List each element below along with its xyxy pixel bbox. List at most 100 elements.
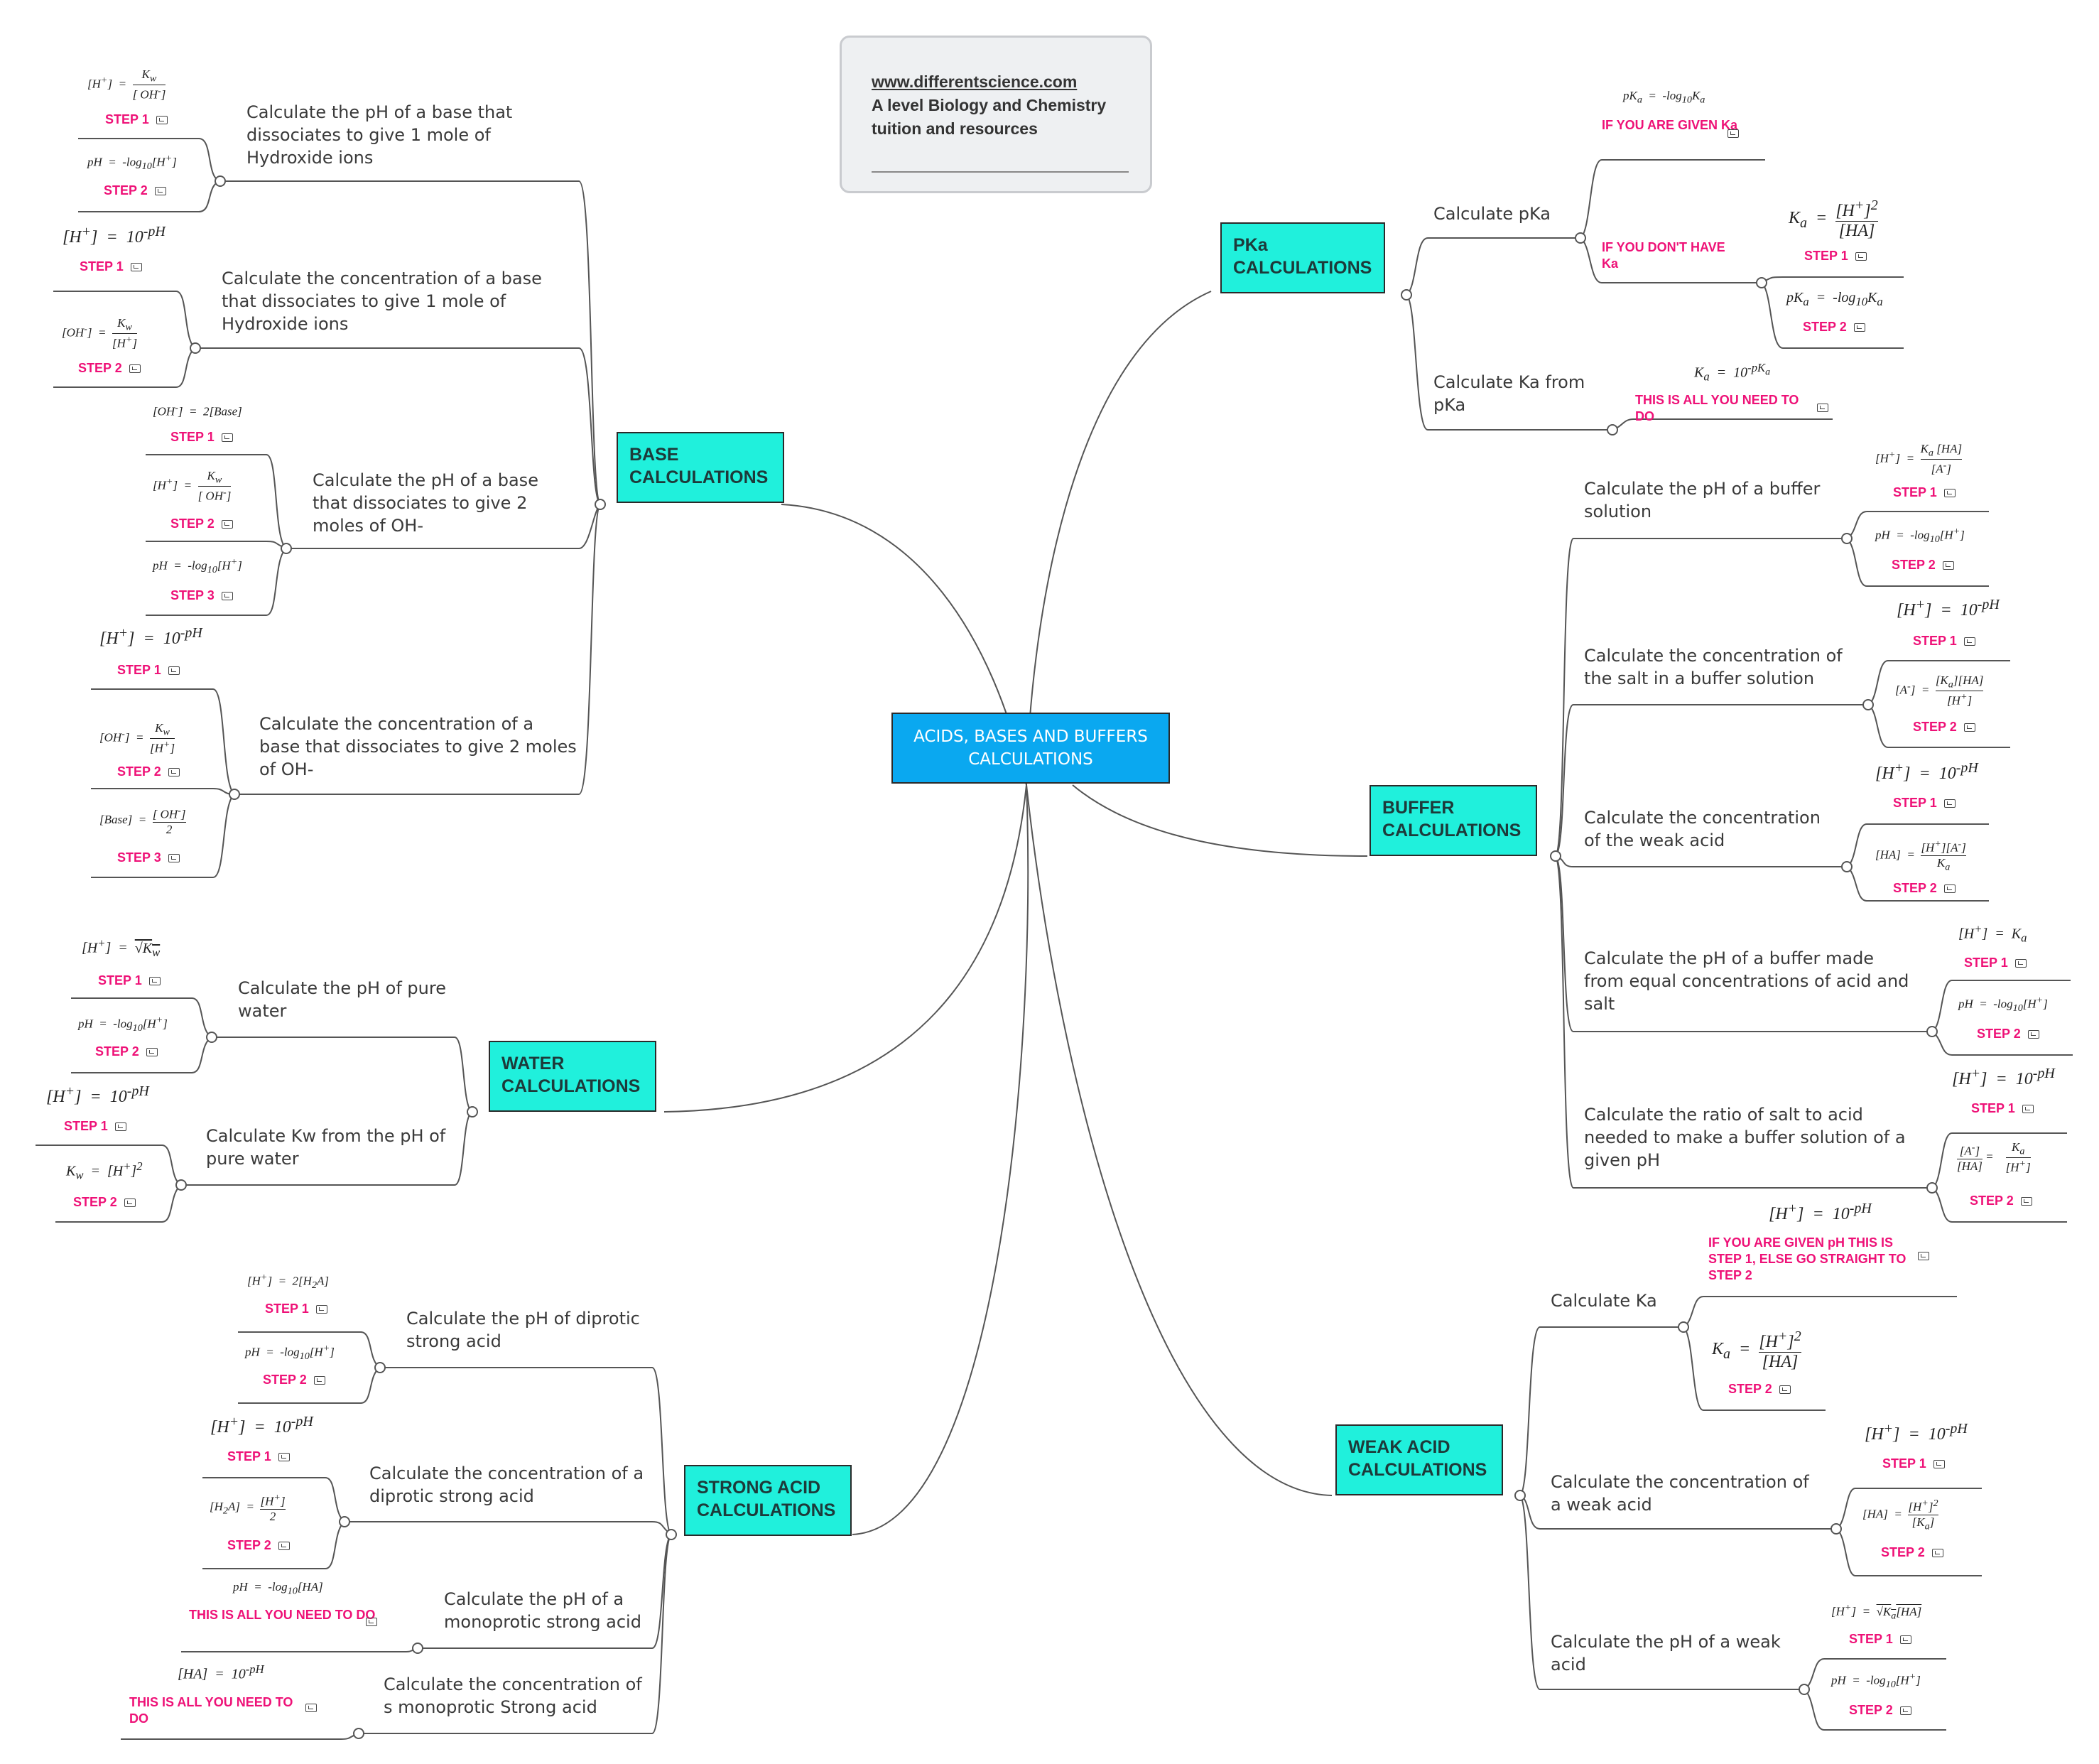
image-icon[interactable] [1728,129,1739,138]
step-label: STEP 3 [170,588,233,603]
task-calc-pka[interactable]: Calculate pKa [1433,204,1551,224]
formula-h-kw-over-oh: [H+] = Kw[ OH-] [87,67,166,102]
brand-card: www.differentscience.com A level Biology… [840,36,1152,193]
image-icon[interactable] [2020,1197,2032,1206]
image-icon[interactable] [1918,1252,1929,1260]
task-buffer-salt-conc[interactable]: Calculate the concentration of the salt … [1584,646,1843,688]
image-icon[interactable] [2014,959,2027,968]
image-icon[interactable] [124,1198,136,1208]
image-icon[interactable] [148,977,161,986]
image-icon[interactable] [315,1305,327,1314]
category-pka-label: PKa CALCULATIONS [1233,235,1372,278]
image-icon[interactable] [221,520,233,529]
image-icon[interactable] [1817,404,1828,412]
image-icon[interactable] [129,364,141,374]
category-water[interactable]: WATER CALCULATIONS [489,1041,656,1112]
category-pka[interactable]: PKa CALCULATIONS [1220,222,1385,293]
category-base[interactable]: BASE CALCULATIONS [617,432,784,503]
image-icon[interactable] [168,666,180,676]
image-icon[interactable] [1933,1460,1945,1469]
task-water-ph[interactable]: Calculate the pH of pure water [238,978,446,1021]
image-icon[interactable] [1963,723,1975,732]
formula-h-10-ph: [H+] = 10-pH [46,1083,149,1106]
formula-ph-log: pH = -log10[H+] [1958,995,2048,1014]
brand-url-link[interactable]: www.differentscience.com [872,72,1078,91]
image-icon[interactable] [1942,561,1954,570]
image-icon[interactable] [221,592,233,601]
formula-h-equals-ka: [H+] = Ka [1958,922,2027,945]
formula-ratio-a-ha: [A-][HA] = Ka[H+] [1957,1140,2031,1175]
formula-oh-2-base: [OH-] = 2[Base] [153,402,242,418]
formula-oh-kw-over-h: [OH-] = Kw[H+] [62,316,138,351]
image-icon[interactable] [1943,884,1956,894]
task-base-ph-1mol[interactable]: Calculate the pH of a base that dissocia… [246,102,513,168]
image-icon[interactable] [305,1704,317,1712]
task-buffer-acid-conc[interactable]: Calculate the concentration of the weak … [1584,808,1821,850]
image-icon[interactable] [154,187,166,196]
brand-divider [872,171,1129,173]
step-label: STEP 1 [98,973,161,988]
formula-a-ka-ha-over-h: [A-] = [Ka][HA][H+] [1895,673,1984,708]
image-icon[interactable] [2022,1105,2034,1114]
brand-tagline: A level Biology and Chemistry tuition an… [872,96,1107,138]
task-strong-conc-monoprotic[interactable]: Calculate the concentration of s monopro… [384,1674,642,1717]
task-buffer-equal-conc[interactable]: Calculate the pH of a buffer made from e… [1584,948,1909,1014]
image-icon[interactable] [1943,799,1956,808]
image-icon[interactable] [278,1453,290,1462]
step-label: STEP 2 [1913,720,1975,735]
image-icon[interactable] [1779,1385,1791,1395]
step-label: STEP 2 [1970,1194,2032,1208]
central-topic[interactable]: ACIDS, BASES AND BUFFERS CALCULATIONS [891,713,1170,784]
image-icon[interactable] [1899,1635,1911,1645]
formula-h-kw-over-oh: [H+] = Kw[ OH-] [153,469,232,504]
formula-h-10-ph: [H+] = 10-pH [1875,760,1978,783]
step-label: STEP 2 [1728,1382,1791,1397]
formula-ha-10-ph: [HA] = 10-pH [178,1662,264,1682]
image-icon[interactable] [2027,1030,2039,1039]
task-buffer-ph[interactable]: Calculate the pH of a buffer solution [1584,479,1821,521]
task-water-kw[interactable]: Calculate Kw from the pH of pure water [206,1126,446,1169]
formula-ka-h2-over-ha: Ka = [H+]2[HA] [1789,197,1878,240]
task-strong-conc-diprotic[interactable]: Calculate the concentration of a diproti… [369,1463,644,1506]
formula-ph-log: pH = -log10[H+] [1875,526,1965,546]
step-label: STEP 1 [227,1449,290,1464]
image-icon[interactable] [168,768,180,777]
image-icon[interactable] [168,854,180,863]
formula-h2a-h-over-2: [H2A] = [H+]2 [210,1492,286,1523]
task-weak-conc[interactable]: Calculate the concentration of a weak ac… [1551,1472,1809,1515]
image-icon[interactable] [114,1122,126,1132]
central-topic-label: ACIDS, BASES AND BUFFERS CALCULATIONS [913,727,1148,769]
image-icon[interactable] [1853,323,1865,332]
formula-h-ka-ha-over-a: [H+] = Ka [HA][A-] [1875,442,1963,477]
task-strong-ph-diprotic[interactable]: Calculate the pH of diprotic strong acid [406,1309,640,1351]
image-icon[interactable] [221,433,233,443]
step-label: STEP 2 [1893,881,1956,896]
task-base-ph-2mol[interactable]: Calculate the pH of a base that dissocia… [313,470,538,536]
formula-ph-log: pH = -log10[H+] [245,1343,335,1363]
task-weak-ka[interactable]: Calculate Ka [1551,1291,1657,1311]
task-weak-ph[interactable]: Calculate the pH of a weak acid [1551,1632,1781,1674]
image-icon[interactable] [1963,637,1975,646]
image-icon[interactable] [130,263,142,272]
image-icon[interactable] [278,1542,290,1551]
image-icon[interactable] [156,116,168,125]
image-icon[interactable] [313,1376,325,1385]
image-icon[interactable] [146,1048,158,1057]
formula-kw-h-squared: Kw = [H+]2 [66,1159,143,1182]
image-icon[interactable] [1855,252,1867,261]
task-base-conc-2mol[interactable]: Calculate the concentration of a base th… [259,714,577,779]
category-strong-acid[interactable]: STRONG ACID CALCULATIONS [684,1465,852,1536]
step-label: STEP 1 [170,430,233,445]
task-ka-from-pka[interactable]: Calculate Ka from pKa [1433,372,1585,415]
image-icon[interactable] [1931,1549,1943,1558]
image-icon[interactable] [1943,489,1956,498]
image-icon[interactable] [366,1618,377,1626]
task-buffer-ratio[interactable]: Calculate the ratio of salt to acid need… [1584,1105,1906,1170]
step-label: STEP 1 [80,259,142,274]
task-base-conc-1mol[interactable]: Calculate the concentration of a base th… [222,269,542,334]
task-strong-ph-monoprotic[interactable]: Calculate the pH of a monoprotic strong … [444,1589,641,1632]
image-icon[interactable] [1899,1706,1911,1716]
category-weak-acid[interactable]: WEAK ACID CALCULATIONS [1335,1424,1503,1495]
formula-h-10-ph: [H+] = 10-pH [63,224,166,247]
category-buffer[interactable]: BUFFER CALCULATIONS [1369,785,1537,856]
